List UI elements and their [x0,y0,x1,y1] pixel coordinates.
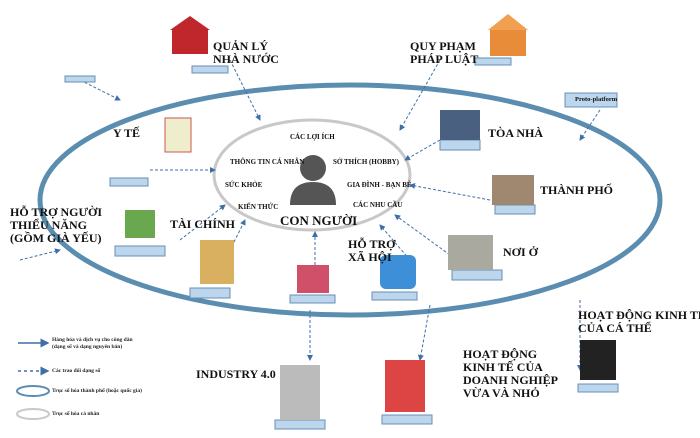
label-proto-platform: Proto-platform [575,96,618,103]
finance-icon [200,240,234,284]
legend-personal-axis: Trục số hóa cá nhân [52,411,100,417]
state-building-icon [170,16,210,54]
attr-benefits: CÁC LỢI ÍCH [290,133,335,141]
attr-personal-info: THÔNG TIN CÁ NHÂN [230,158,305,166]
city-photo [492,175,534,205]
attr-needs: CÁC NHU CẦU [353,201,403,209]
shop-icon [297,265,329,293]
attr-family: GIA ĐÌNH - BẠN BÈ [347,181,412,189]
legend-icons [16,338,50,420]
label-finance: TÀI CHÍNH [170,217,236,231]
sme-factory-icon [385,360,425,412]
legend-digital-exchange: Các trao đổi dạng số [52,368,101,374]
label-individual: HOẠT ĐỘNG KINH TẾ CỦA CÁ THỂ [578,308,700,335]
label-industry: INDUSTRY 4.0 [196,367,276,381]
label-city: THÀNH PHỐ [540,183,614,197]
health-icon [164,117,192,153]
center-title: CON NGƯỜI [280,213,358,228]
person-icon [290,155,336,205]
building-photo [440,110,480,140]
individual-activity-icon [580,340,616,380]
attr-health: SỨC KHỎE [225,181,263,189]
label-home: NƠI Ở [503,245,539,259]
label-sme: HOẠT ĐỘNG KINH TẾ CỦA DOANH NGHIỆP VỪA V… [463,347,559,400]
law-building-icon [488,14,528,56]
label-support: HỖ TRỢ NGƯỜI THIỂU NĂNG (GỒM GIÀ YẾU) [10,205,103,245]
legend-goods-services: Hàng hóa và dịch vụ cho công dân (dạng s… [52,337,133,350]
label-social: HỖ TRỢ XÃ HỘI [348,237,396,264]
connector-lines [19,59,601,371]
home-photo [448,235,493,270]
label-state: QUẢN LÝ NHÀ NƯỚC [213,39,279,66]
support-icon [125,210,155,238]
industry-icon [280,365,320,420]
attr-hobby: SỞ THÍCH (HOBBY) [333,158,399,166]
legend-city-axis: Trục số hóa thành phố (hoặc quốc gia) [52,388,142,394]
social-support-icon [380,255,416,289]
label-building: TÒA NHÀ [488,126,544,140]
attr-knowledge: KIẾN THỨC [238,203,279,211]
city-axis-ellipse [37,82,663,318]
platform-icons [64,57,619,430]
label-health: Y TẾ [113,126,141,140]
label-law: QUY PHẠM PHÁP LUẬT [410,39,479,66]
